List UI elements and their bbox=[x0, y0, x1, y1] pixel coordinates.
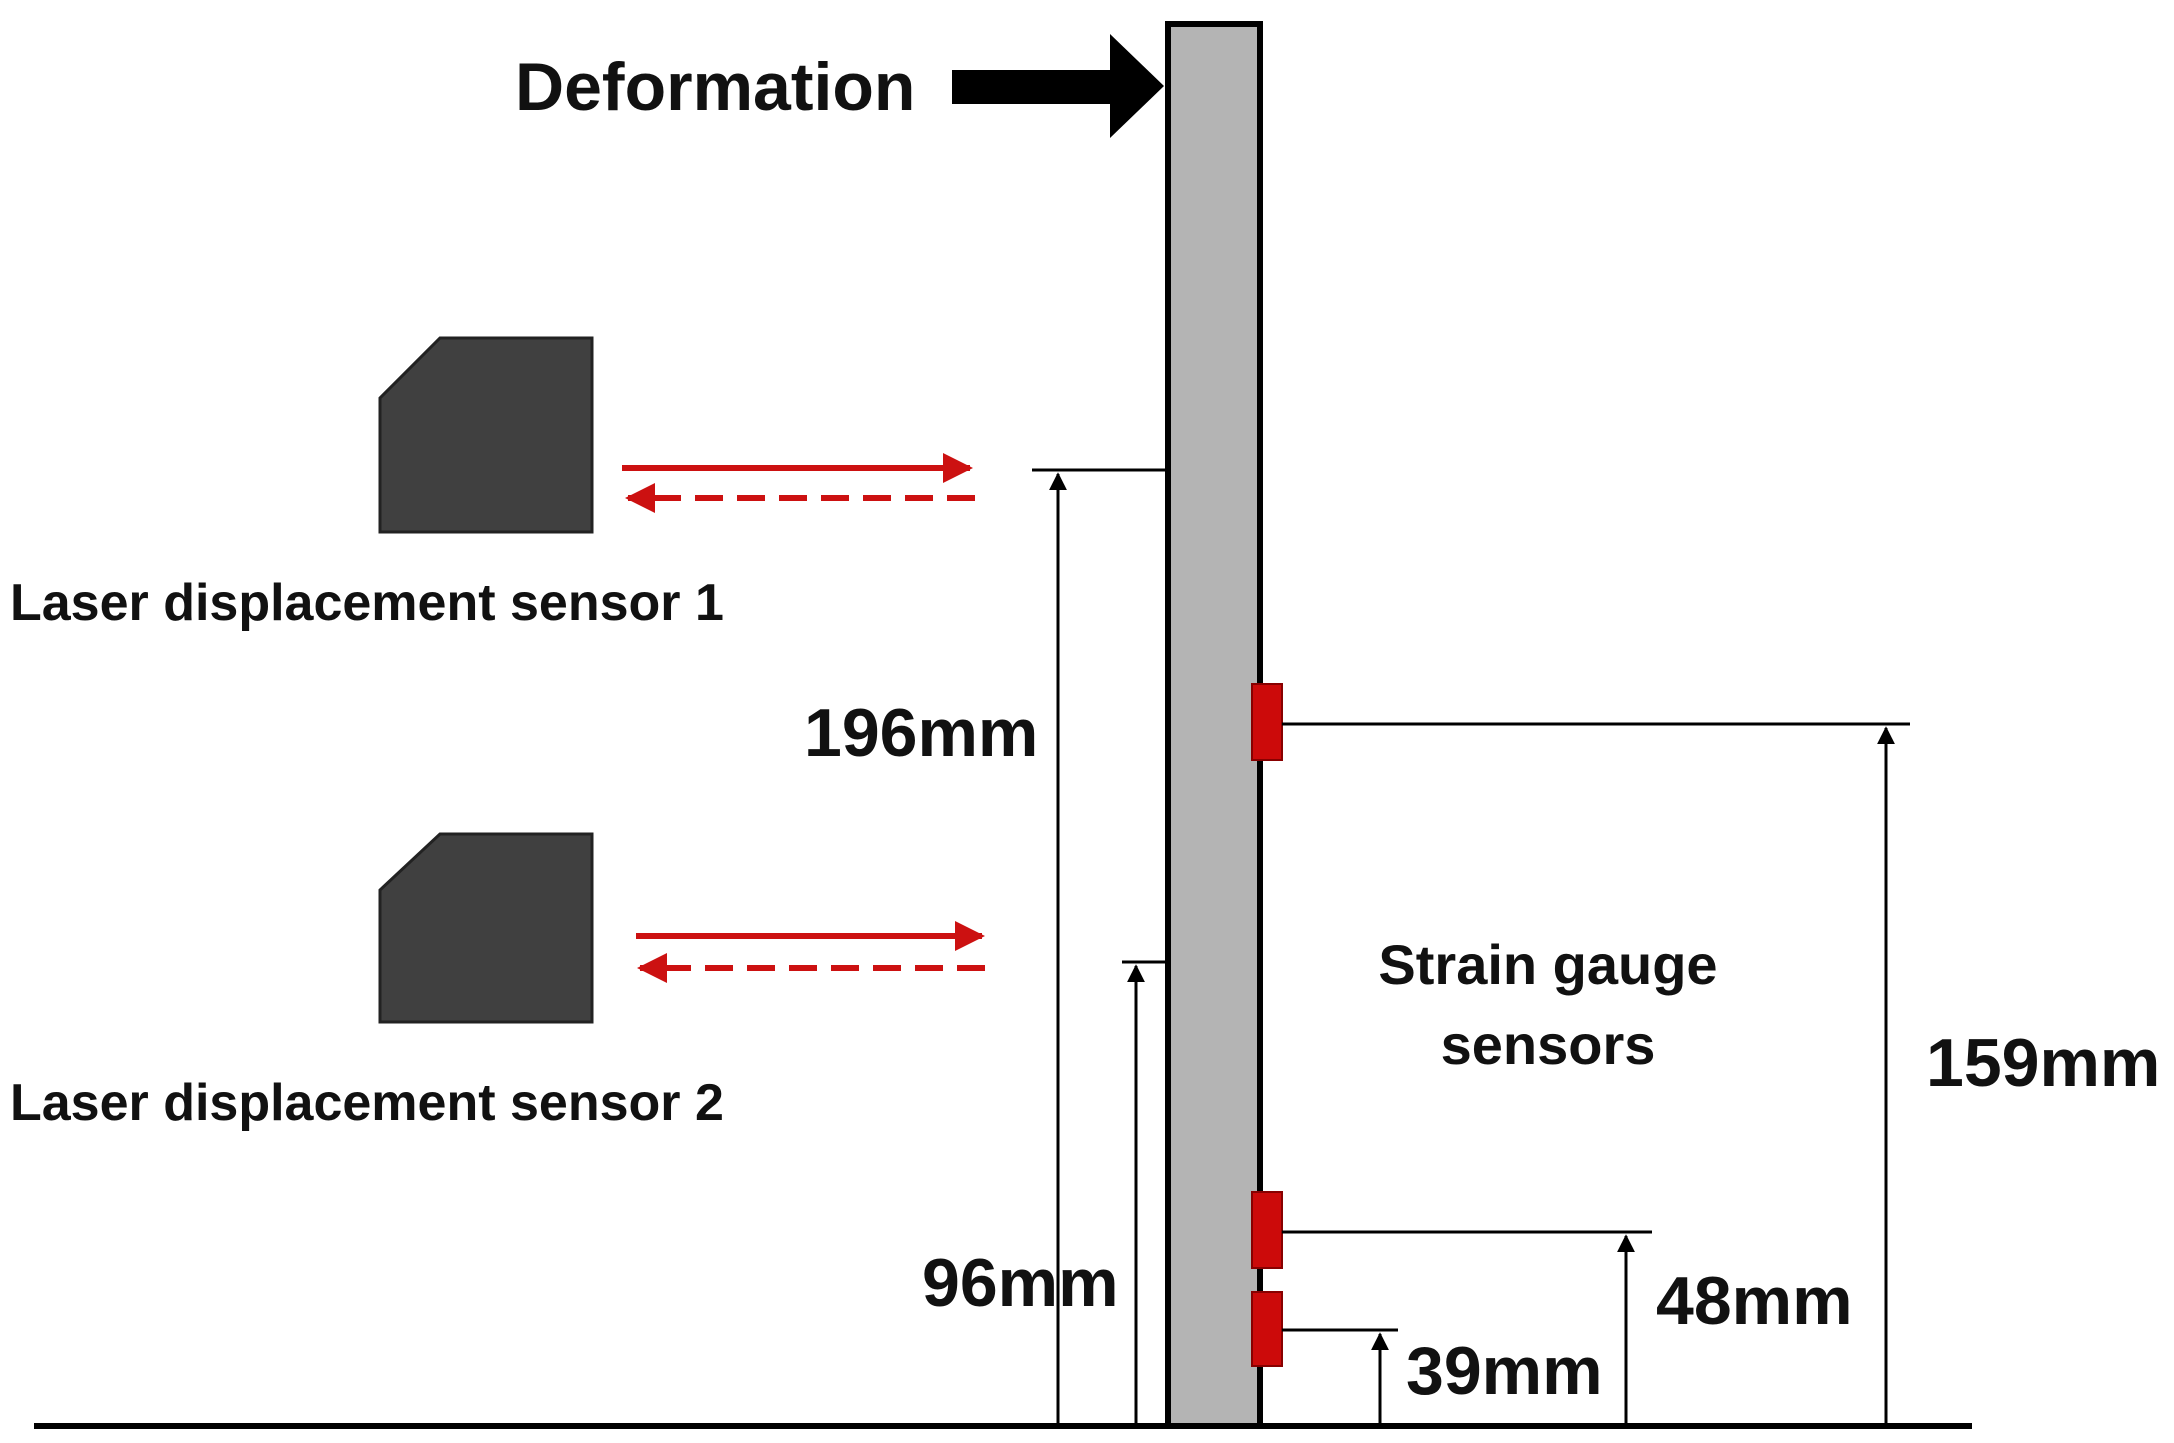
gauge-mid-height-label: 48mm bbox=[1656, 1263, 1853, 1339]
strain-gauge-top bbox=[1251, 683, 1283, 761]
strain-gauge-low bbox=[1251, 1291, 1283, 1367]
strain-gauge-label-line2: sensors bbox=[1441, 1013, 1656, 1076]
laser-sensor-1-body bbox=[378, 336, 594, 534]
gauge-low-height-label: 39mm bbox=[1406, 1333, 1603, 1409]
laser-2-height-label: 96mm bbox=[922, 1245, 1119, 1321]
laser-1-height-label: 196mm bbox=[804, 695, 1038, 771]
strain-gauge-label-line1: Strain gauge bbox=[1378, 933, 1717, 996]
laser-sensor-1-label: Laser displacement sensor 1 bbox=[10, 574, 724, 632]
deformation-arrow bbox=[952, 34, 1164, 138]
deformation-label: Deformation bbox=[515, 49, 915, 125]
gauge-top-height-label: 159mm bbox=[1926, 1025, 2160, 1101]
strain-gauge-mid bbox=[1251, 1191, 1283, 1269]
laser-sensor-2-body bbox=[378, 832, 594, 1024]
test-beam bbox=[1165, 21, 1263, 1429]
laser-sensor-2-label: Laser displacement sensor 2 bbox=[10, 1074, 724, 1132]
